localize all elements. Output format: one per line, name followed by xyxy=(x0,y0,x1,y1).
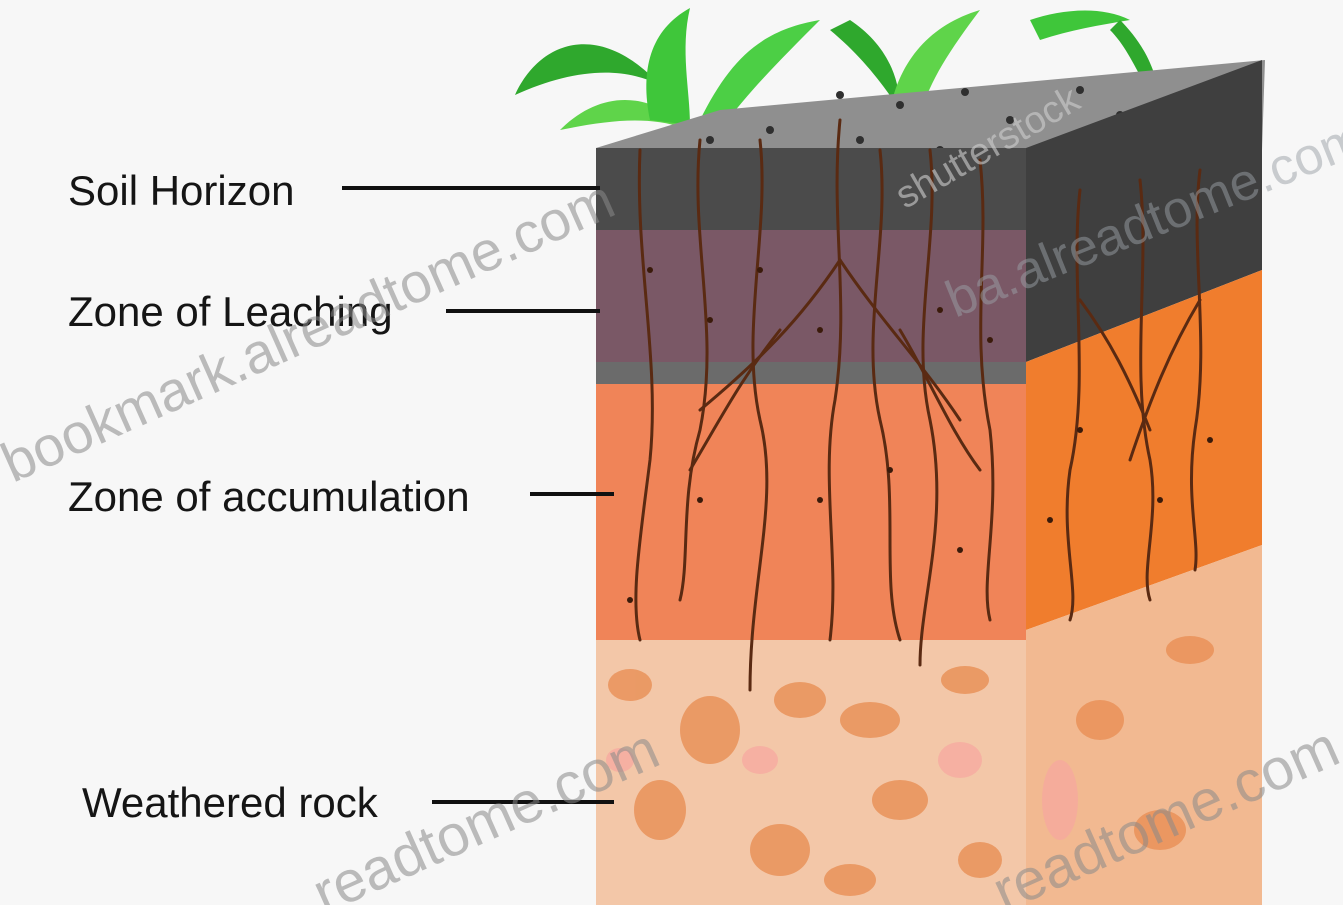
label-weathered-rock: Weathered rock xyxy=(82,782,378,824)
label-zone-of-accumulation: Zone of accumulation xyxy=(68,476,470,518)
layer-boundary xyxy=(596,362,1026,384)
layer-accumulation xyxy=(596,384,1026,640)
leader-line-leaching xyxy=(446,309,600,313)
label-soil-horizon: Soil Horizon xyxy=(68,170,294,212)
leader-line-accumulation xyxy=(530,492,614,496)
